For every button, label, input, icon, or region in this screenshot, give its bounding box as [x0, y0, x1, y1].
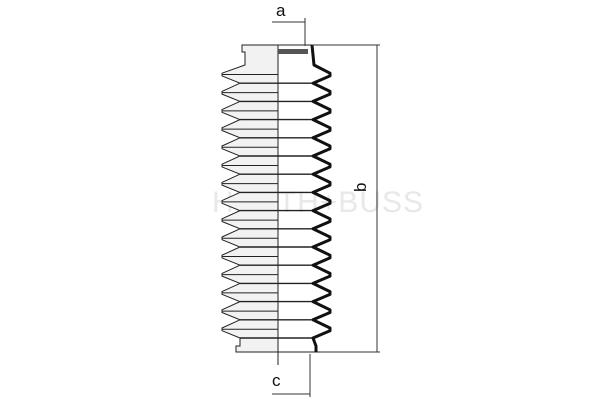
left-outline	[221, 44, 279, 353]
dimension-label-b: b	[351, 183, 370, 192]
dimension-label-a: a	[276, 1, 286, 20]
dimension-c	[272, 354, 311, 397]
bellows-body	[221, 44, 332, 365]
dimension-b	[312, 44, 380, 353]
section-profile	[310, 44, 332, 352]
collar-band	[278, 49, 308, 54]
dimension-label-c: c	[272, 371, 281, 390]
dimension-a	[272, 18, 306, 46]
